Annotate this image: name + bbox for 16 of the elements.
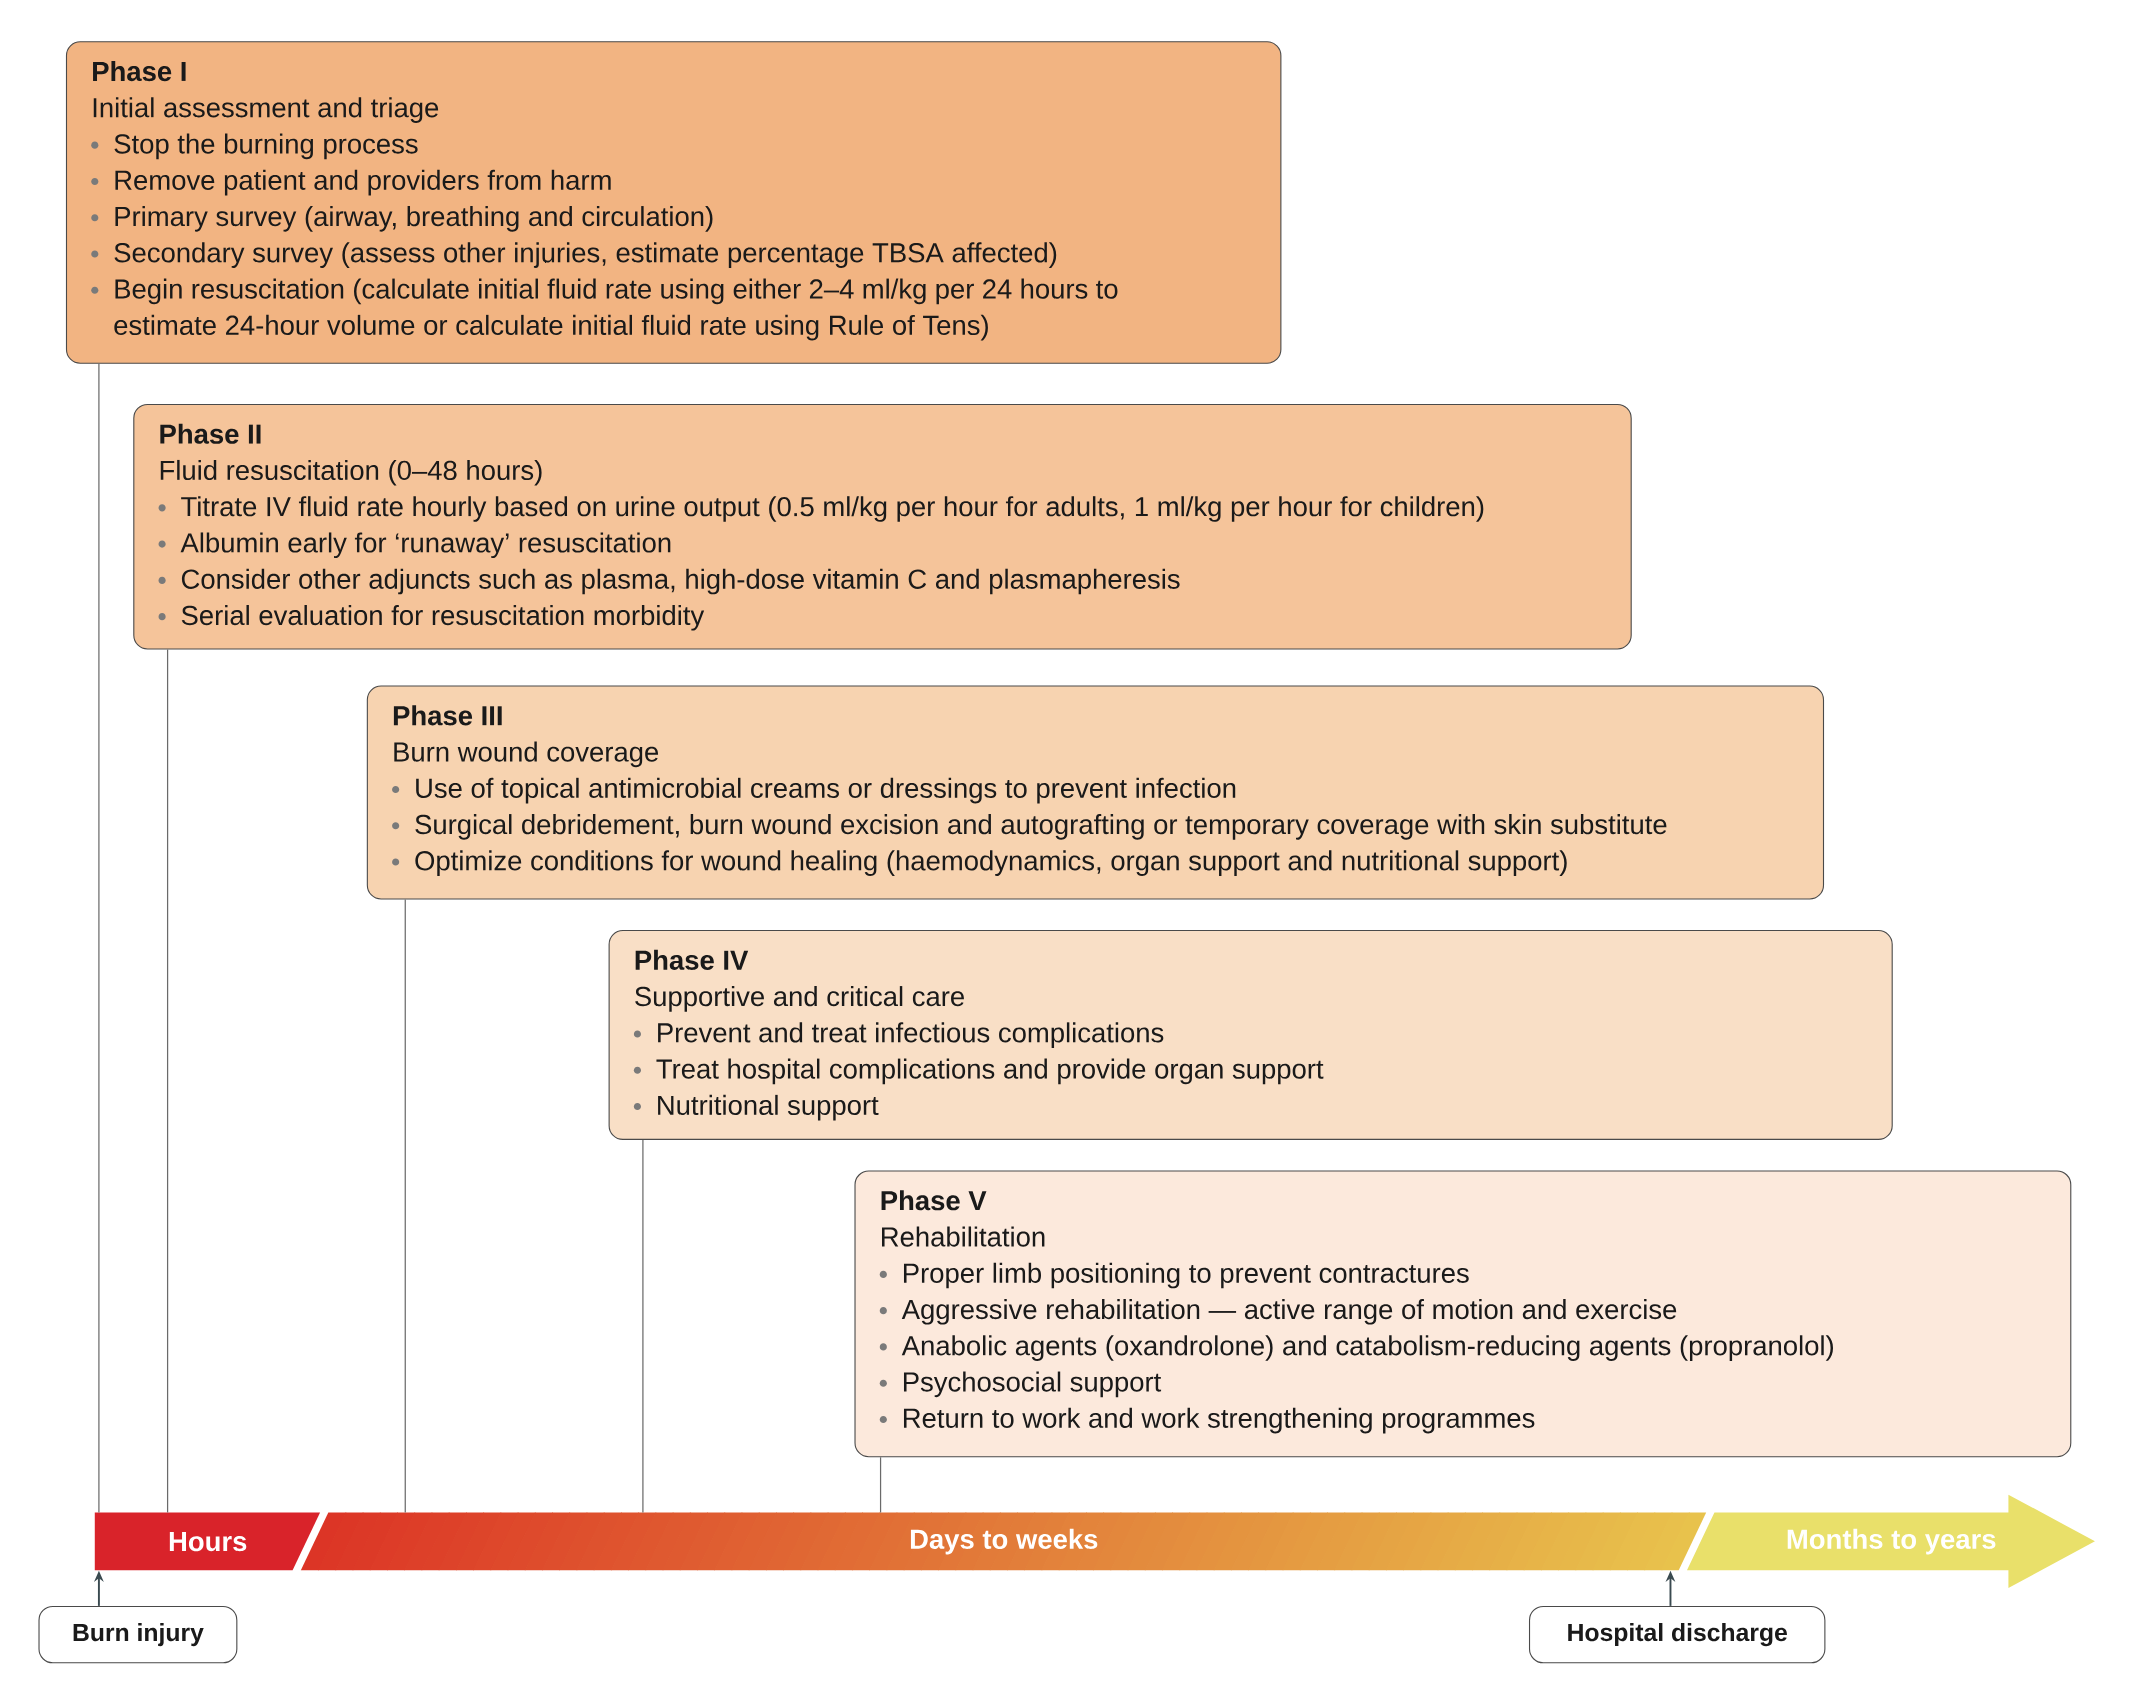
connector-line: [404, 899, 406, 1514]
event-label: Hospital discharge: [1528, 1606, 1826, 1664]
node-label: Days to weeks: [910, 1528, 1098, 1555]
connector-line: [879, 1456, 882, 1514]
timeline-band: Months to years: [1686, 1494, 2095, 1589]
phase-box: Phase IV Supportive and critical care Prevent and treat infectious complications Treat hospital complications and provide organ support Nutritional support: [608, 930, 1893, 1140]
phase-box: Phase I Initial assessment and triage Stop the burning process Remove patient and providers from harm Primary survey (airway, breathing and circulation) Secondary survey (assess other injuries, estimate percentage TBSA affected) Begin resuscitation (calculate initial fluid rate using either 2–4 ml/kg per 24 hours to estimate 24-hour volume or calculate initial fluid rate using Rule of Tens): [65, 41, 1282, 364]
phase-box: Phase III Burn wound coverage Use of topical antimicrobial creams or dressings to prevent infection Surgical debridement, burn wound excision and autografting or temporary coverage with skin substitute Optimize conditions for wound healing (haemodynamics, organ support and nutritional support): [366, 685, 1825, 900]
phase-box: Phase V Rehabilitation Proper limb positioning to prevent contractures Aggressive rehabilitation — active range of motion and exercise Anabolic agents (oxandrolone) and catabolism-reducing agents (propranolol) Psychosocial support Return to work and work strengthening programmes: [854, 1170, 2072, 1458]
connector-line: [167, 648, 169, 1514]
timeline-band: Hours: [94, 1512, 321, 1571]
timeline-band: Days to weeks: [300, 1512, 1707, 1571]
phase-box: Phase II Fluid resuscitation (0–48 hours) Titrate IV fluid rate hourly based on urine output (0.5 ml/kg per hour for adults, 1 ml/kg per hour for children) Albumin early for ‘runaway’ resuscitation Consider other adjuncts such as plasma, high-dose vitamin C and plasmapheresis Serial evaluation for resuscitation morbidity: [133, 403, 1632, 650]
connector-line: [98, 363, 100, 1514]
event-label: Burn injury: [38, 1606, 238, 1664]
connector-line: [642, 1139, 644, 1514]
